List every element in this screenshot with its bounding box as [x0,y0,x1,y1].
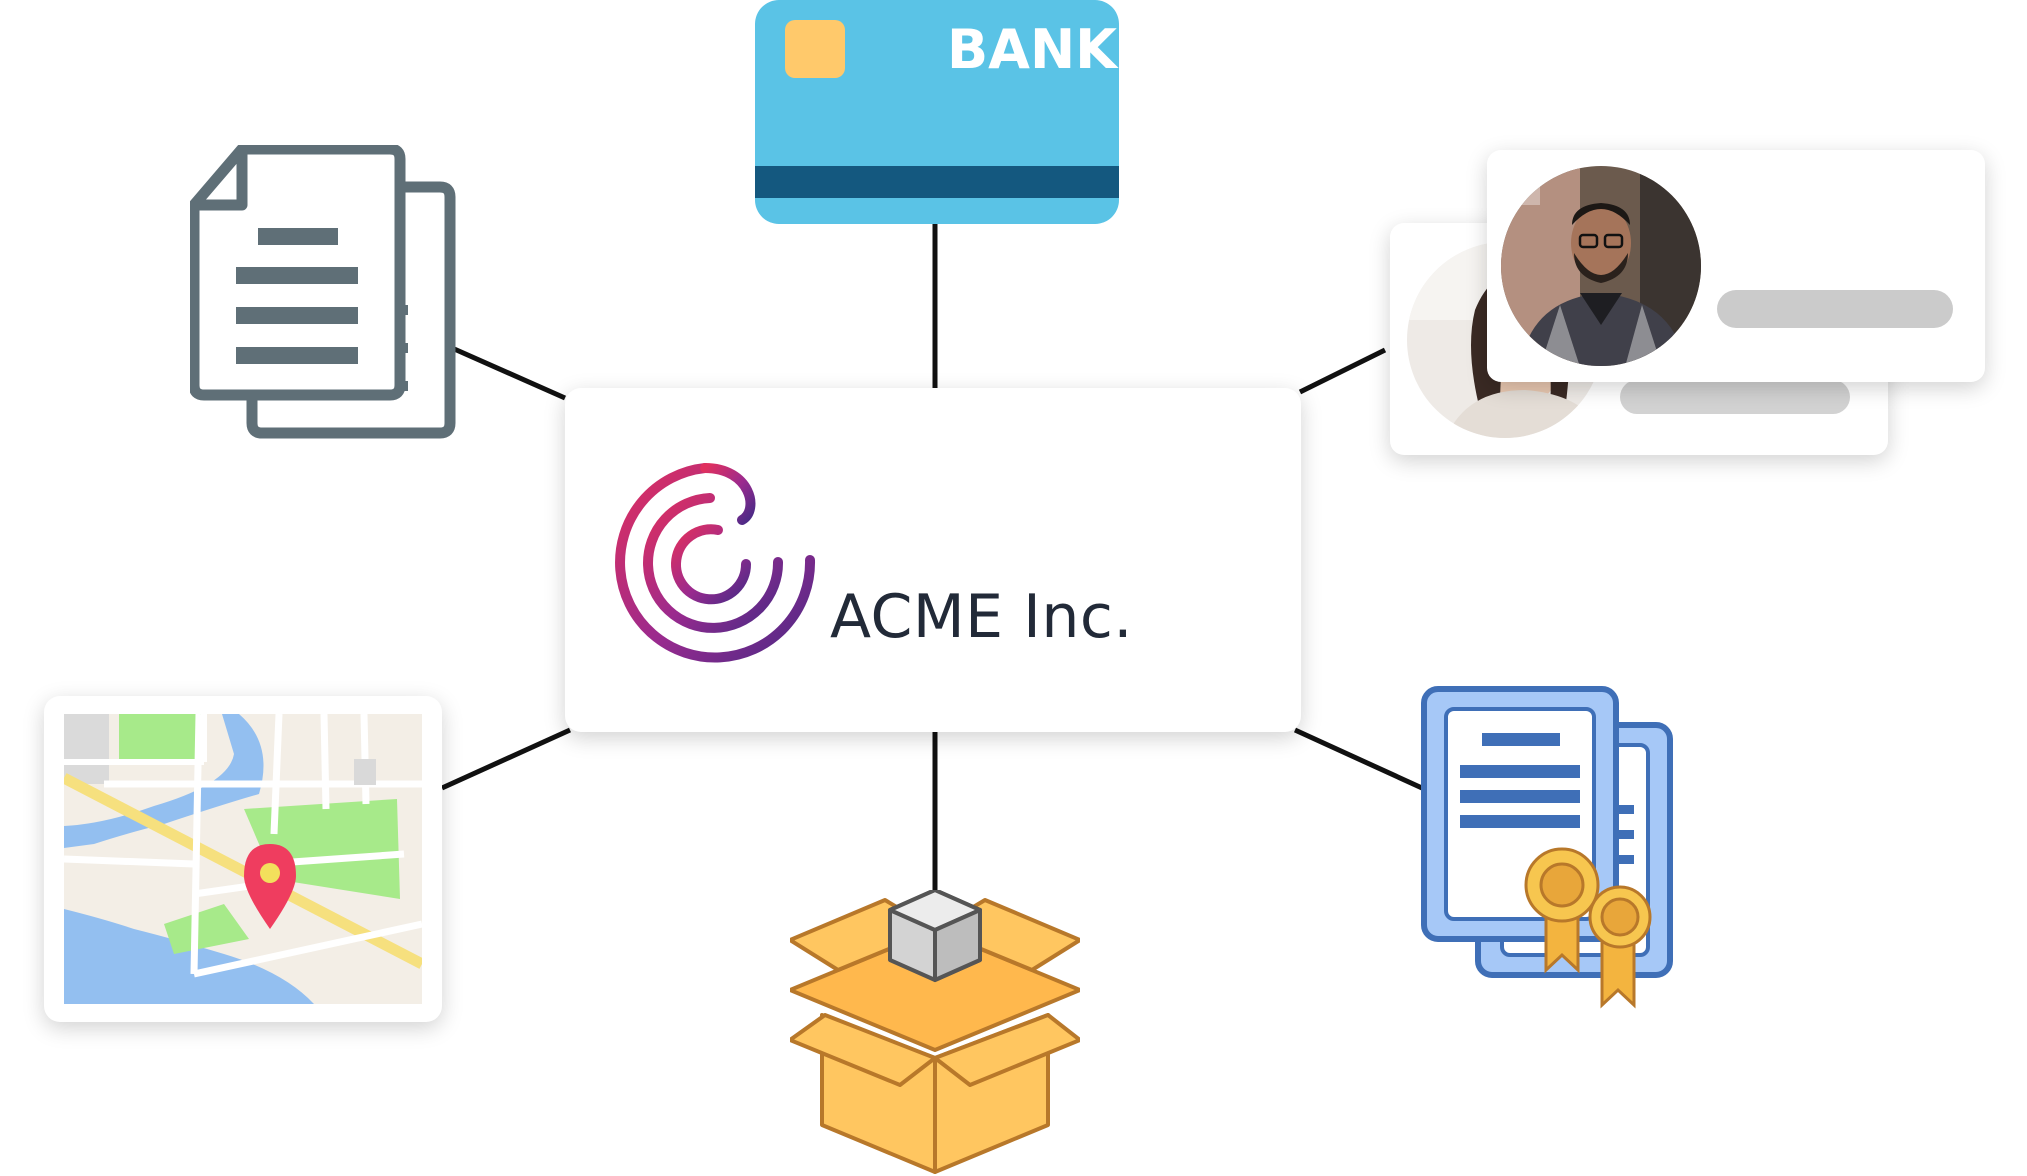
profile-name-placeholder-front [1717,290,1953,328]
center-company-card[interactable] [565,388,1301,732]
documents-icon [190,145,456,439]
map-pin-icon [64,714,422,1004]
bank-label: BANK [947,18,1117,81]
profile-name-placeholder-back [1620,380,1850,414]
company-name: ACME Inc. [830,582,1133,652]
connector-profiles [1298,347,1387,395]
connector-documents [450,345,567,401]
certificate-icon [1421,686,1673,1009]
connector-map [440,727,572,791]
connector-certificates [1293,727,1424,791]
open-box-icon [790,890,1080,1174]
person-avatar-man-icon [1501,166,1701,366]
acme-swirl-logo-icon [615,463,816,663]
credit-card-icon [755,0,1119,224]
